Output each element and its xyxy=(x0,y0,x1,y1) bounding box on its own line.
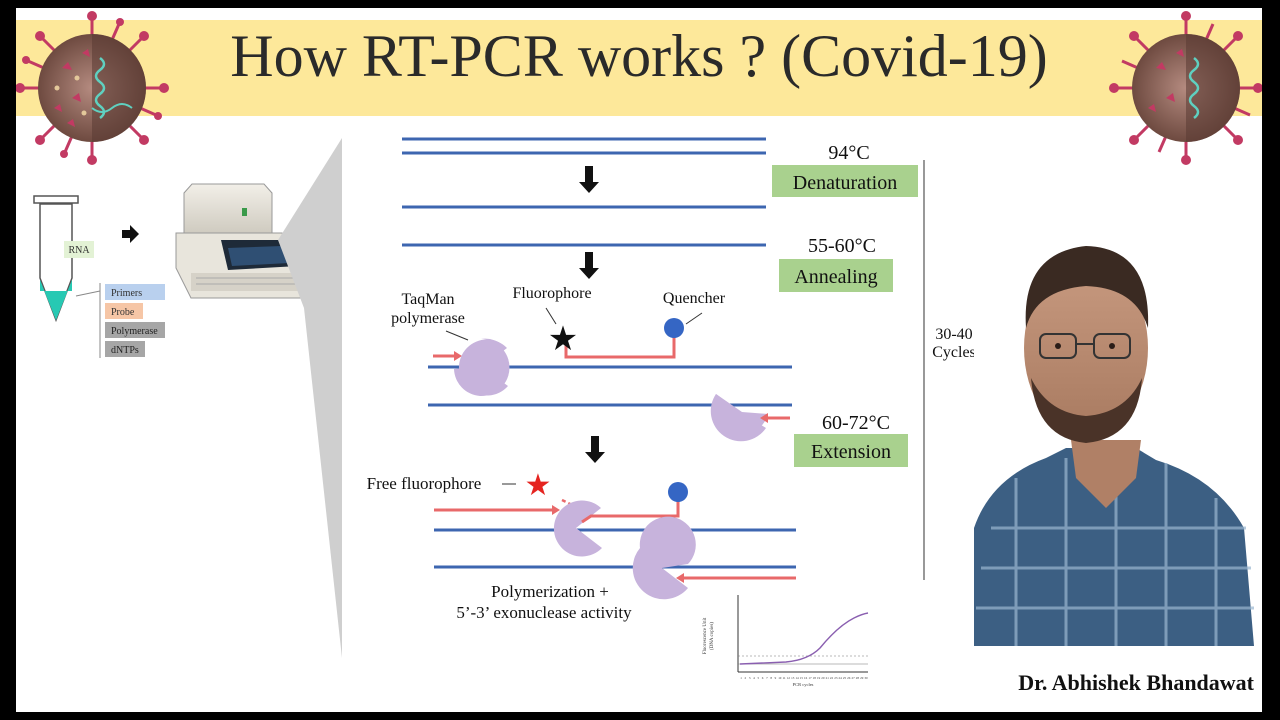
mini-chart-tick: 18 xyxy=(813,676,817,680)
dna-strands-extension xyxy=(434,528,796,569)
mini-chart-tick: 1 xyxy=(740,676,742,680)
extension-box xyxy=(794,434,908,467)
title-band xyxy=(16,20,1262,116)
mini-chart-tick: 7 xyxy=(766,676,768,680)
slide: How RT-PCR works ? (Covid-19) xyxy=(16,8,1262,712)
extension-temp: 60-72°C xyxy=(822,412,890,434)
mini-chart-tick: 24 xyxy=(839,676,843,680)
denaturation-label: Denaturation xyxy=(793,172,897,194)
mini-chart-tick: 6 xyxy=(762,676,764,680)
free-fluorophore-star-icon: ★ xyxy=(525,469,552,502)
mini-chart-tick: 30 xyxy=(864,676,868,680)
reagent-primers: Primers xyxy=(111,288,142,299)
mini-chart-tick: 11 xyxy=(783,676,786,680)
mini-chart-tick: 19 xyxy=(817,676,821,680)
mini-chart-ylabel-1: Fluorescence Unit xyxy=(703,617,708,654)
reagent-polymerase: Polymerase xyxy=(111,326,158,337)
down-arrow-icon-1 xyxy=(579,166,599,193)
thermal-cycler-icon xyxy=(175,183,302,299)
mini-chart-xlabel: PCR cycles xyxy=(793,682,814,687)
author-photo xyxy=(974,238,1254,646)
mini-chart-tick: 26 xyxy=(847,676,851,680)
mini-chart-tick: 29 xyxy=(860,676,864,680)
reagent-dntps: dNTPs xyxy=(111,345,139,356)
mini-chart-tick: 28 xyxy=(856,676,860,680)
mini-chart-tick: 4 xyxy=(753,676,755,680)
mini-chart-tick: 2 xyxy=(745,676,747,680)
zoom-projection xyxy=(278,138,342,658)
amplification-curve xyxy=(739,612,869,665)
polymerization-label-2: 5’-3’ exonuclease activity xyxy=(456,603,632,622)
page-title: How RT-PCR works ? (Covid-19) xyxy=(230,23,1048,89)
taqman-label-1: TaqMan xyxy=(401,291,454,308)
mini-chart-tick: 27 xyxy=(851,676,855,680)
free-fluorophore-label: Free fluorophore xyxy=(367,474,482,493)
mini-chart-tick: 22 xyxy=(830,676,834,680)
polymerization-label-1: Polymerization + xyxy=(491,582,609,601)
quencher-label: Quencher xyxy=(663,290,726,307)
taqman-enzyme-1-body xyxy=(458,339,508,396)
taqman-label-2: polymerase xyxy=(391,310,465,327)
author-name: Dr. Abhishek Bhandawat xyxy=(1018,670,1254,695)
cleaved-probe xyxy=(581,496,680,524)
quencher-dot-icon-2 xyxy=(668,482,688,502)
mini-chart-tick: 23 xyxy=(834,676,838,680)
quencher-dot-icon xyxy=(664,318,684,338)
mini-chart-tick: 12 xyxy=(787,676,791,680)
mini-chart-tick: 13 xyxy=(791,676,795,680)
pcr-tube-icon: RNA Primers Probe Polymerase dNTPs xyxy=(33,195,165,358)
extension-label: Extension xyxy=(811,441,891,463)
mini-chart-tick: 21 xyxy=(826,676,830,680)
fluorophore-star-icon: ★ xyxy=(548,321,578,358)
denaturation-temp: 94°C xyxy=(828,142,869,164)
cycles-label: Cycles xyxy=(932,344,976,361)
denaturation-box xyxy=(772,165,918,197)
mini-chart-ylabel-2: (DNA copies) xyxy=(710,622,715,650)
probe xyxy=(564,334,676,359)
down-arrow-icon-2 xyxy=(579,252,599,279)
rna-label: RNA xyxy=(68,245,90,256)
annealing-label: Annealing xyxy=(794,266,877,288)
mini-chart-tick: 16 xyxy=(804,676,808,680)
fluorophore-label: Fluorophore xyxy=(512,285,591,302)
diagram-canvas: RNA Primers Probe Polymerase dNTPs xyxy=(16,11,1262,687)
reagent-probe: Probe xyxy=(111,307,135,318)
mini-chart-tick: 15 xyxy=(800,676,804,680)
taqman-enzyme-4 xyxy=(632,516,696,600)
dna-strands-top xyxy=(402,137,766,247)
mini-chart-tick: 25 xyxy=(843,676,847,680)
mini-chart-tick: 20 xyxy=(821,676,825,680)
mini-chart-tick: 10 xyxy=(778,676,782,680)
mini-chart-tick: 5 xyxy=(757,676,759,680)
mini-chart-tick: 3 xyxy=(749,676,751,680)
mini-chart-tick: 9 xyxy=(775,676,777,680)
cycles-count: 30-40 xyxy=(935,326,972,343)
mini-chart-tick: 17 xyxy=(808,676,812,680)
annealing-box xyxy=(779,259,893,292)
down-arrows xyxy=(579,166,605,463)
arrow-right-icon xyxy=(122,225,139,243)
taqman-enzyme-3 xyxy=(553,500,602,557)
mini-chart-tick: 14 xyxy=(795,676,799,680)
virus-left-icon xyxy=(16,11,169,165)
annealing-temp: 55-60°C xyxy=(808,235,876,257)
down-arrow-icon-3 xyxy=(585,436,605,463)
mini-chart-tick: 8 xyxy=(770,676,772,680)
virus-right-icon xyxy=(1109,11,1262,165)
